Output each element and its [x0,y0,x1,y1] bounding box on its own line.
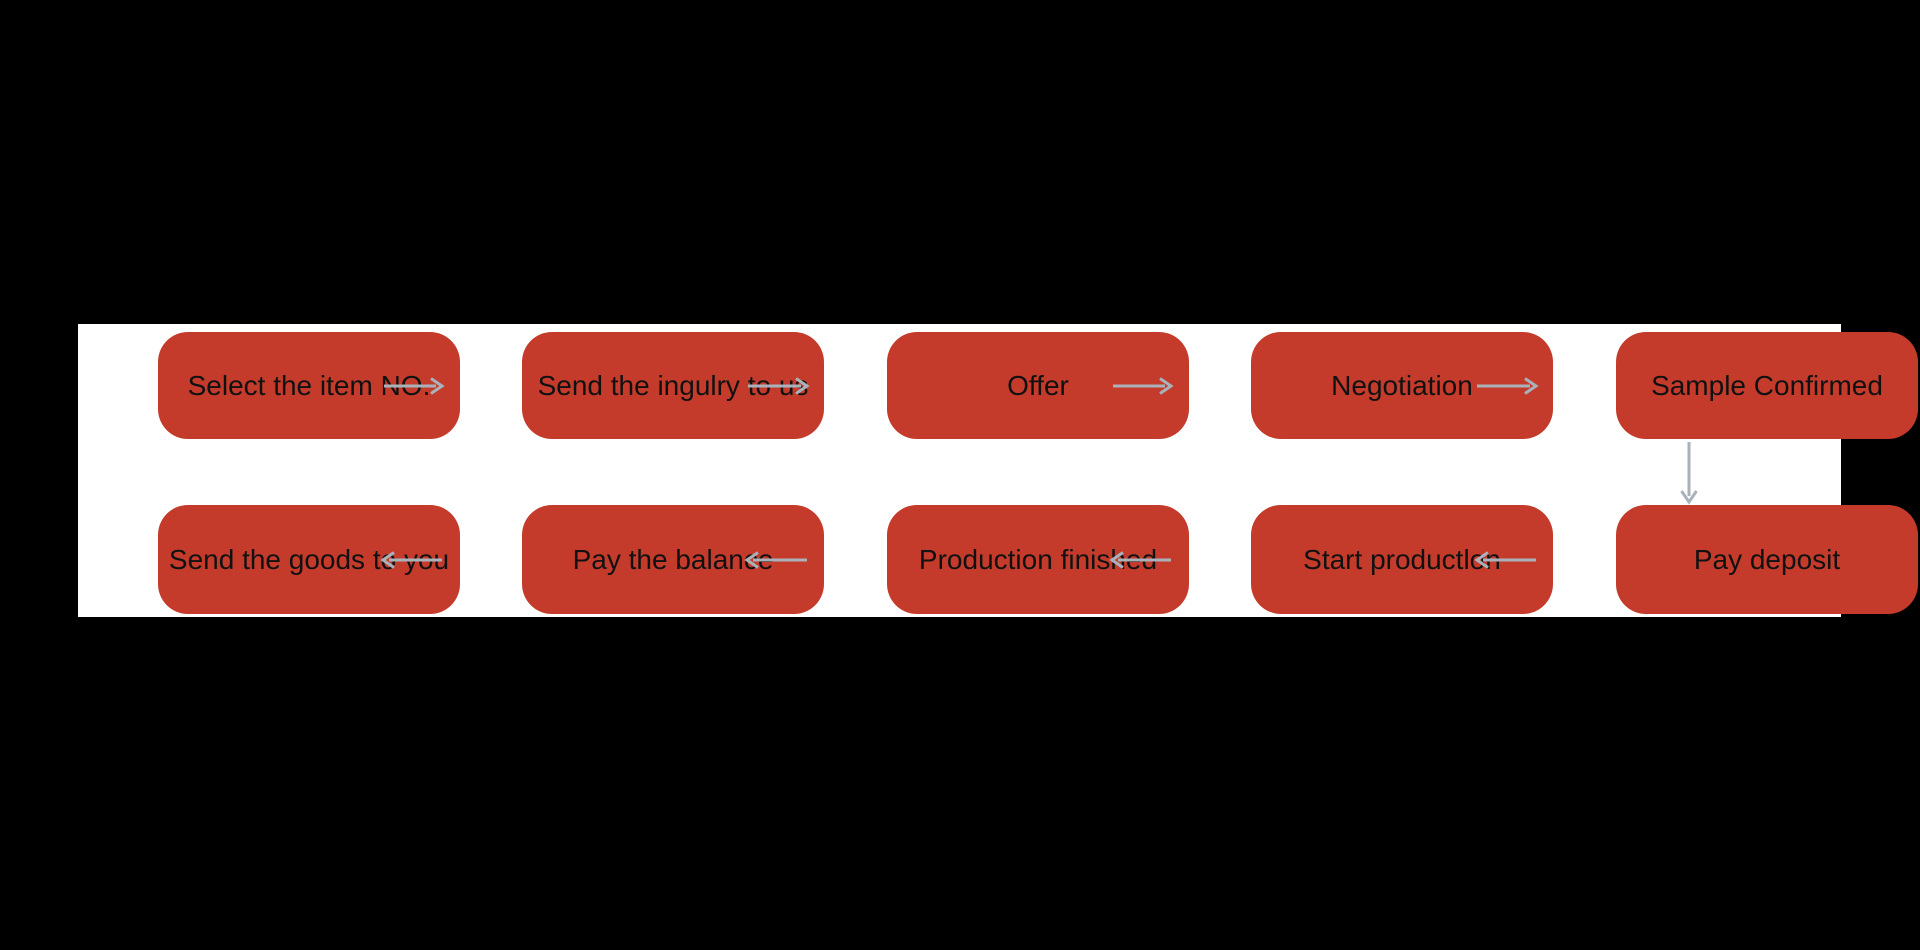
node-label: Send the ingulry to us [537,369,809,401]
node-send-goods: Send the goods to you [158,505,460,614]
diagram-background-panel: Select the item NO. Send the ingulry to … [78,324,1918,617]
node-label: Offer [1007,369,1069,401]
node-negotiation: Negotiation [1251,332,1553,439]
node-label: Negotiation [1331,369,1473,401]
node-offer: Offer [887,332,1189,439]
node-start-production: Start productlon [1251,505,1553,614]
node-label: Send the goods to you [168,543,450,575]
node-label: Pay deposit [1693,543,1841,575]
node-label: Start productlon [1303,543,1501,575]
node-label: Pay the balance [572,543,774,575]
node-pay-balance: Pay the balance [522,505,824,614]
node-label: Production finished [918,543,1158,575]
node-sample-confirmed: Sample Confirmed [1616,332,1918,439]
node-select-item-no: Select the item NO. [158,332,460,439]
node-pay-deposit: Pay deposit [1616,505,1918,614]
node-label: Sample Confirmed [1651,369,1883,401]
node-send-inquiry: Send the ingulry to us [522,332,824,439]
node-production-finished: Production finished [887,505,1189,614]
node-label: Select the item NO. [187,369,431,401]
